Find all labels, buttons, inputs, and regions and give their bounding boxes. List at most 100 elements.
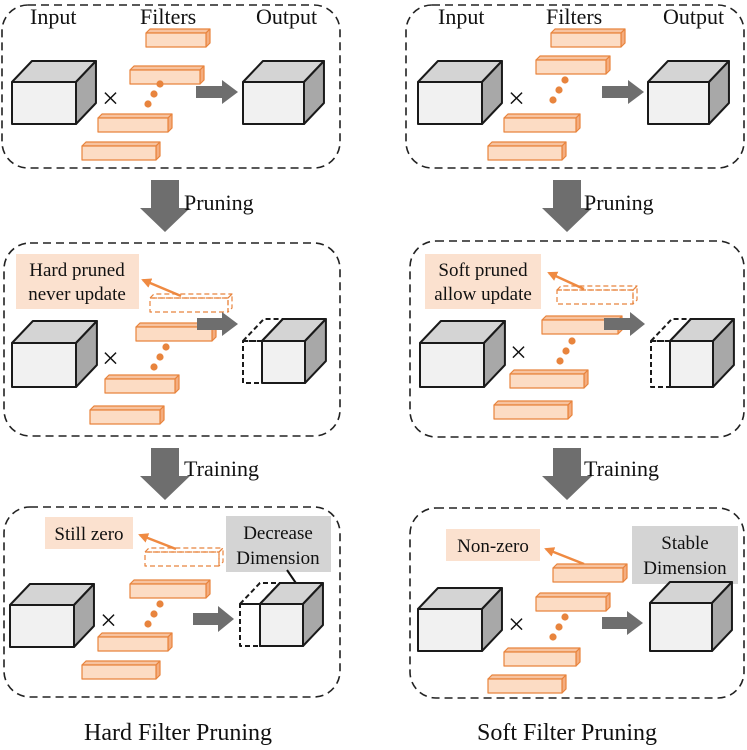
soft-pruning-column: Input Filters Output × Pruning Soft prun…: [405, 4, 745, 746]
hard-initial-panel: Input Filters Output ×: [1, 4, 341, 169]
ellipsis-dots: [549, 613, 569, 641]
soft-pruned-panel: Soft pruned allow update ×: [409, 240, 745, 438]
pruned-filter-bar: [144, 547, 224, 567]
output-cube: [261, 318, 327, 384]
pruned-filter-bar: [556, 285, 638, 305]
hard-pruned-note-line1: Hard pruned: [29, 260, 125, 281]
input-cube: [417, 60, 503, 125]
filter-bar: [81, 141, 161, 161]
hard-pruned-note-line2: never update: [28, 284, 126, 305]
input-cube: [11, 320, 98, 388]
output-cube: [259, 582, 324, 647]
multiply-sign: ×: [508, 608, 525, 641]
output-label: Output: [663, 4, 724, 29]
training-label: Training: [184, 456, 259, 481]
multiply-sign: ×: [100, 604, 117, 637]
orange-pointer-arrow: [138, 533, 177, 551]
gray-arrow: [196, 80, 238, 104]
hard-filter-pruning-title: Hard Filter Pruning: [84, 720, 272, 746]
input-label: Input: [438, 4, 484, 29]
filter-bar: [535, 55, 611, 75]
hard-pruned-note-box: [16, 254, 139, 309]
filter-bar: [97, 632, 173, 652]
gray-arrow: [602, 80, 644, 104]
panel-border: [3, 242, 341, 437]
multiply-sign: ×: [102, 342, 119, 375]
filter-bar: [104, 374, 180, 394]
input-cube: [11, 60, 97, 125]
filter-bar: [550, 28, 626, 48]
filter-bar: [493, 400, 573, 420]
decrease-dimension-line1: Decrease: [243, 523, 313, 544]
ellipsis-dots: [556, 337, 576, 365]
decrease-dimension-note-box: [226, 516, 331, 572]
decrease-dimension-line2: Dimension: [236, 548, 320, 569]
still-zero-note-box: [45, 517, 133, 549]
soft-pruned-note-line1: Soft pruned: [438, 260, 528, 281]
soft-pruned-note-line2: allow update: [434, 284, 532, 305]
panel-border: [409, 240, 745, 438]
non-zero-note: Non-zero: [457, 536, 529, 557]
training-arrow-down: [140, 448, 190, 500]
pruned-filter-bar: [149, 293, 233, 313]
filter-bar: [503, 113, 581, 133]
filter-bar: [541, 315, 623, 335]
stable-dimension-line1: Stable: [661, 533, 709, 554]
filter-bar: [129, 65, 205, 85]
gray-arrow: [193, 606, 234, 632]
input-cube: [9, 583, 95, 648]
input-label: Input: [30, 4, 76, 29]
soft-initial-panel: Input Filters Output ×: [405, 4, 745, 169]
non-zero-note-box: [446, 529, 540, 561]
output-label: Output: [256, 4, 317, 29]
soft-pruned-note-box: [425, 254, 541, 309]
output-cube: [669, 318, 735, 388]
filter-bar: [129, 579, 211, 599]
ellipsis-dots: [150, 343, 170, 371]
hard-trained-panel: Still zero Decrease Dimension ×: [3, 506, 341, 698]
filters-label: Filters: [140, 4, 196, 29]
filters-label: Filters: [546, 4, 602, 29]
filter-bar: [81, 660, 161, 680]
pruning-arrow-down: [140, 180, 190, 232]
hard-pruning-column: Input Filters Output × Pruning Hard prun…: [1, 4, 341, 746]
filter-bar: [97, 113, 173, 133]
multiply-sign: ×: [102, 82, 119, 115]
gray-arrow: [602, 611, 643, 635]
orange-pointer-arrow: [141, 278, 182, 298]
output-cube: [649, 581, 733, 652]
stable-dimension-line2: Dimension: [643, 558, 727, 579]
pruning-label: Pruning: [184, 190, 254, 215]
orange-pointer-arrow: [547, 271, 585, 291]
training-arrow-down: [542, 448, 592, 500]
input-cube: [417, 587, 503, 652]
panel-border: [409, 507, 745, 699]
filter-bar: [535, 592, 611, 612]
multiply-sign: ×: [508, 82, 525, 115]
panel-border: [3, 506, 341, 698]
soft-filter-pruning-title: Soft Filter Pruning: [477, 720, 657, 746]
hard-pruned-panel: Hard pruned never update ×: [3, 242, 341, 437]
pruning-label: Pruning: [584, 190, 654, 215]
filter-bar: [509, 369, 589, 389]
orange-pointer-arrow: [544, 547, 585, 566]
ellipsis-dots: [144, 80, 164, 108]
output-cube: [242, 60, 325, 125]
filter-bar: [145, 28, 211, 48]
filter-bar: [487, 141, 567, 161]
ellipsis-dots: [144, 600, 164, 628]
input-cube: [419, 320, 506, 388]
training-label: Training: [584, 456, 659, 481]
ellipsis-dots: [549, 76, 569, 104]
pruning-arrow-down: [542, 180, 592, 232]
panel-border: [1, 4, 341, 169]
filter-bar: [503, 647, 581, 667]
filter-bar: [487, 674, 567, 694]
panel-border: [405, 4, 745, 169]
stable-dimension-note-box: [632, 526, 738, 584]
soft-trained-panel: Non-zero Stable Dimension ×: [409, 507, 745, 699]
gray-arrow: [604, 312, 645, 336]
filter-bar: [89, 405, 165, 425]
filter-bar: [552, 563, 628, 583]
